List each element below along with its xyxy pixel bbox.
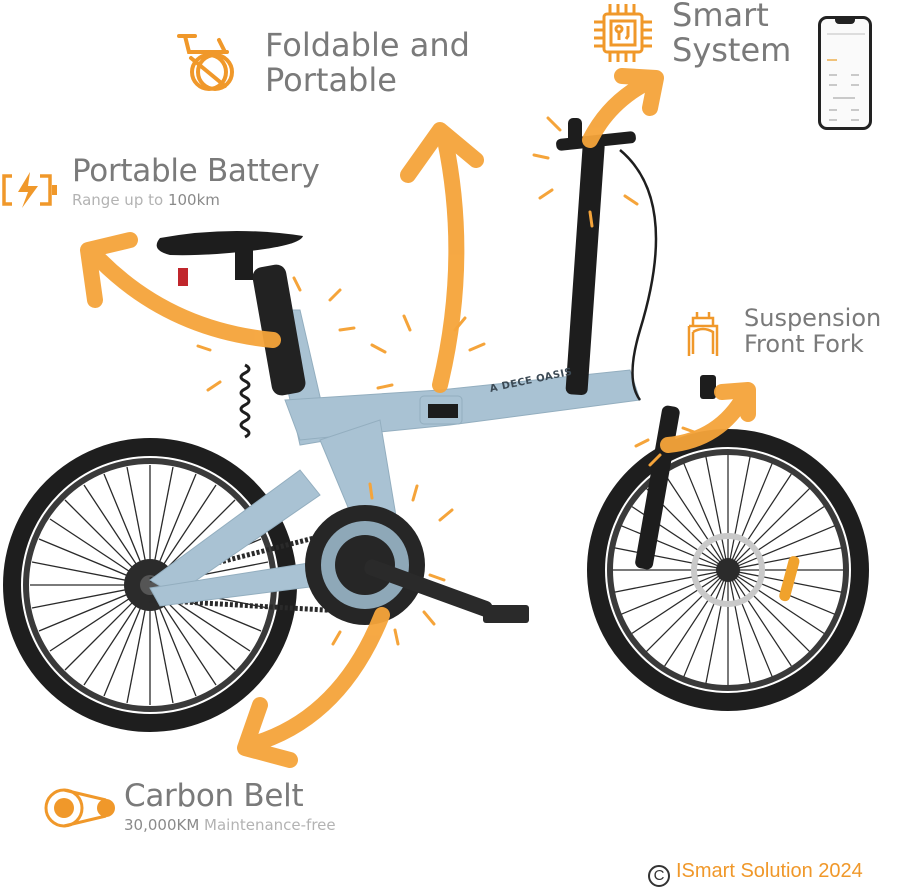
feature-carbon-belt: Carbon Belt 30,000KM Maintenance-free (124, 778, 336, 835)
feature-suspension: Suspension Front Fork (744, 304, 882, 358)
belt-drive-icon (44, 788, 115, 828)
front-wheel (587, 429, 869, 711)
copyright-text: ISmart Solution 2024 (676, 860, 863, 882)
feature-title-line2: Front Fork (744, 329, 864, 358)
chainring (305, 505, 529, 625)
feature-subtitle: 30,000KM Maintenance-free (124, 816, 336, 835)
smartphone-app-preview (818, 16, 872, 130)
feature-foldable: Foldable and Portable (265, 28, 470, 97)
feature-portable-battery: Portable Battery Range up to 100km (72, 153, 320, 210)
chip-icon (594, 4, 652, 62)
suspension-fork-icon (687, 312, 719, 356)
copyright-notice: C ISmart Solution 2024 (648, 860, 863, 887)
feature-title-line1: Foldable and (265, 26, 470, 64)
feature-title: Portable Battery (72, 153, 320, 189)
battery-charging-icon (2, 172, 57, 208)
feature-subtitle: Range up to 100km (72, 191, 220, 210)
feature-title-line1: Smart (672, 0, 769, 34)
feature-title: Carbon Belt (124, 778, 304, 814)
copyright-icon: C (648, 865, 670, 887)
feature-title-line2: Portable (265, 60, 397, 99)
feature-title-line1: Suspension (744, 304, 882, 332)
feature-title-line2: System (672, 30, 792, 69)
folding-bike-icon (177, 34, 234, 91)
feature-smart-system: Smart System (672, 0, 791, 67)
